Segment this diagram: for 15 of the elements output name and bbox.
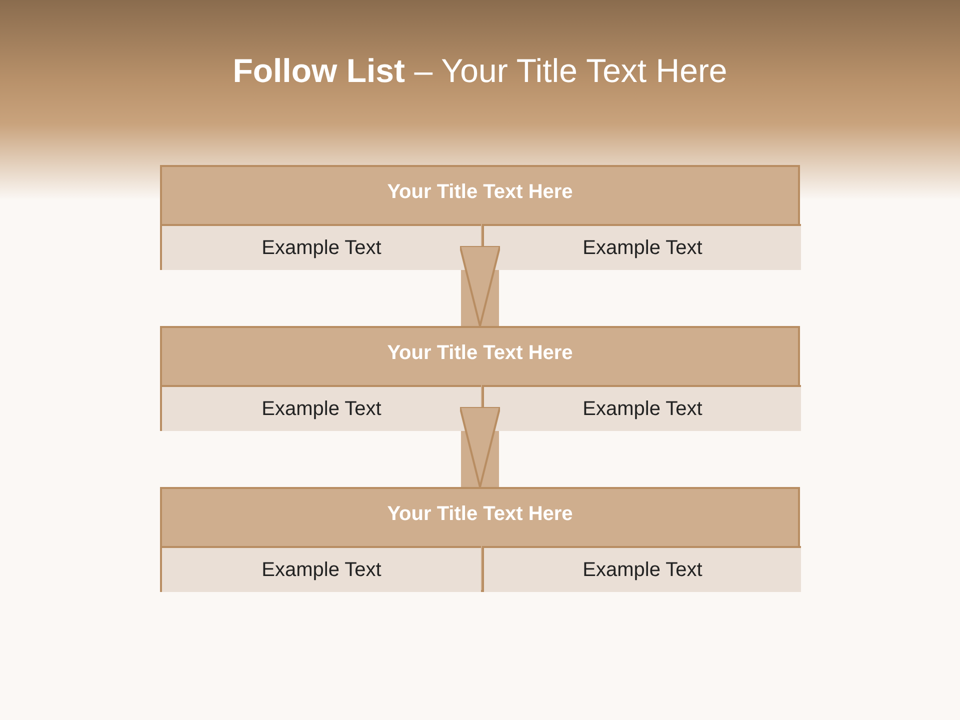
text-cell: Example Text [482, 224, 801, 270]
text-cell: Example Text [162, 224, 481, 270]
text-cell: Example Text [162, 385, 481, 431]
text-cell: Example Text [482, 385, 801, 431]
down-arrow [459, 406, 501, 488]
block-heading: Your Title Text Here [386, 181, 574, 204]
text-cell: Example Text [162, 546, 481, 592]
text-cell: Example Text [482, 546, 801, 592]
slide-title: Follow List – Your Title Text Here [232, 52, 728, 90]
down-arrow [459, 245, 501, 327]
block-heading: Your Title Text Here [386, 342, 574, 365]
list-block [160, 165, 800, 270]
list-block [160, 326, 800, 431]
list-block [160, 487, 800, 592]
block-heading: Your Title Text Here [386, 503, 574, 526]
